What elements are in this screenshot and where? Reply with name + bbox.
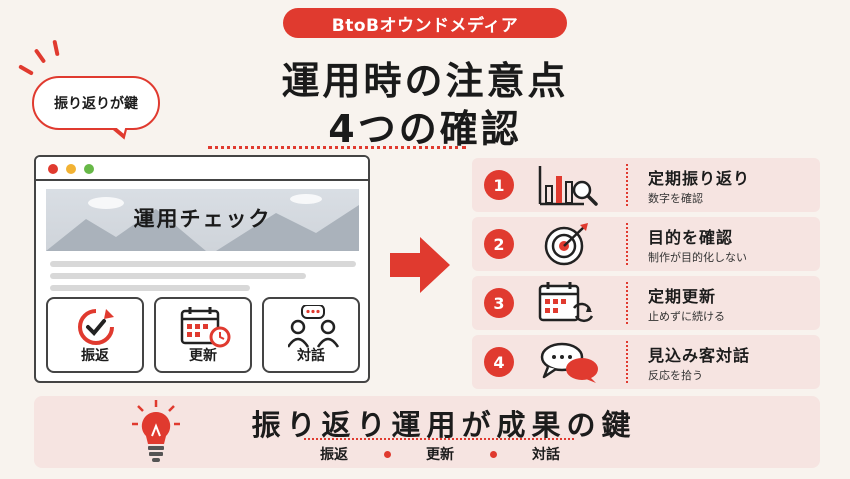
brand-badge: BtoBオウンドメディア [283, 8, 567, 38]
card-label: 更新 [189, 348, 217, 364]
text-placeholder-line [50, 285, 250, 291]
row-separator [626, 282, 628, 324]
chart-magnifier-icon [538, 166, 598, 206]
window-dot-red [48, 164, 58, 174]
step-title: 目的を確認 [648, 228, 734, 247]
step-subtitle: 止めずに続ける [648, 310, 725, 323]
step-number: 1 [484, 170, 514, 200]
speech-bubble-text: 振り返りが鍵 [54, 96, 138, 112]
step-title: 見込み客対話 [648, 346, 751, 365]
row-separator [626, 223, 628, 265]
calendar-update-icon [180, 307, 231, 348]
step-number: 3 [484, 288, 514, 318]
step-subtitle: 反応を拾う [648, 369, 703, 382]
step-title: 定期振り返り [648, 169, 751, 188]
arrow-right-icon [390, 237, 450, 293]
card-label: 振返 [81, 348, 109, 364]
browser-toolbar [36, 157, 368, 181]
bullet-dot [383, 450, 391, 458]
spark-mark [52, 39, 60, 57]
step-title: 定期更新 [648, 287, 717, 306]
row-separator [626, 341, 628, 383]
card-update: 更新 [154, 297, 252, 373]
hero-title: 運用チェック [133, 207, 272, 231]
window-dot-yellow [66, 164, 76, 174]
keyword: 更新 [426, 447, 454, 463]
page-title-line1: 運用時の注意点 [281, 59, 569, 103]
spark-mark [18, 64, 34, 76]
summary-title: 振り返り運用が成果の鍵 [251, 408, 637, 442]
step-subtitle: 制作が目的化しない [648, 251, 747, 264]
hero-banner: 運用チェック [46, 189, 359, 251]
browser-mockup: 運用チェック 振返 更新 [34, 155, 370, 383]
lightbulb-icon [132, 400, 180, 462]
checklist-item: 3 定期更新 止めずに続ける [472, 276, 820, 330]
card-review: 振返 [46, 297, 144, 373]
summary-divider [304, 438, 574, 440]
row-separator [626, 164, 628, 206]
checklist-item: 2 目的を確認 制作が目的化しない [472, 217, 820, 271]
step-subtitle: 数字を確認 [648, 192, 703, 205]
title-divider [208, 146, 466, 149]
step-number: 4 [484, 347, 514, 377]
checklist-item: 4 見込み客対話 反応を拾う [472, 335, 820, 389]
page-title-line2: 4つの確認 [328, 107, 522, 151]
spark-mark [33, 48, 47, 64]
refresh-check-icon [78, 309, 114, 345]
checklist-item: 1 定期振り返り 数字を確認 [472, 158, 820, 212]
calendar-refresh-icon [538, 282, 594, 323]
chat-bubbles-icon [540, 342, 598, 383]
text-placeholder-line [50, 261, 356, 267]
card-label: 対話 [297, 348, 325, 364]
card-dialogue: 対話 [262, 297, 360, 373]
text-placeholder-line [50, 273, 306, 279]
people-chat-icon [288, 305, 340, 348]
step-number: 2 [484, 229, 514, 259]
mountain-image-icon [46, 194, 359, 251]
summary-keywords: 振返 更新 対話 [320, 444, 560, 464]
speech-bubble: 振り返りが鍵 [32, 76, 160, 130]
bullet-dot [489, 450, 497, 458]
keyword: 対話 [532, 447, 560, 463]
window-dot-green [84, 164, 94, 174]
target-icon [544, 223, 588, 266]
summary-banner: 振り返り運用が成果の鍵 振返 更新 対話 [34, 396, 820, 468]
keyword: 振返 [320, 447, 348, 463]
